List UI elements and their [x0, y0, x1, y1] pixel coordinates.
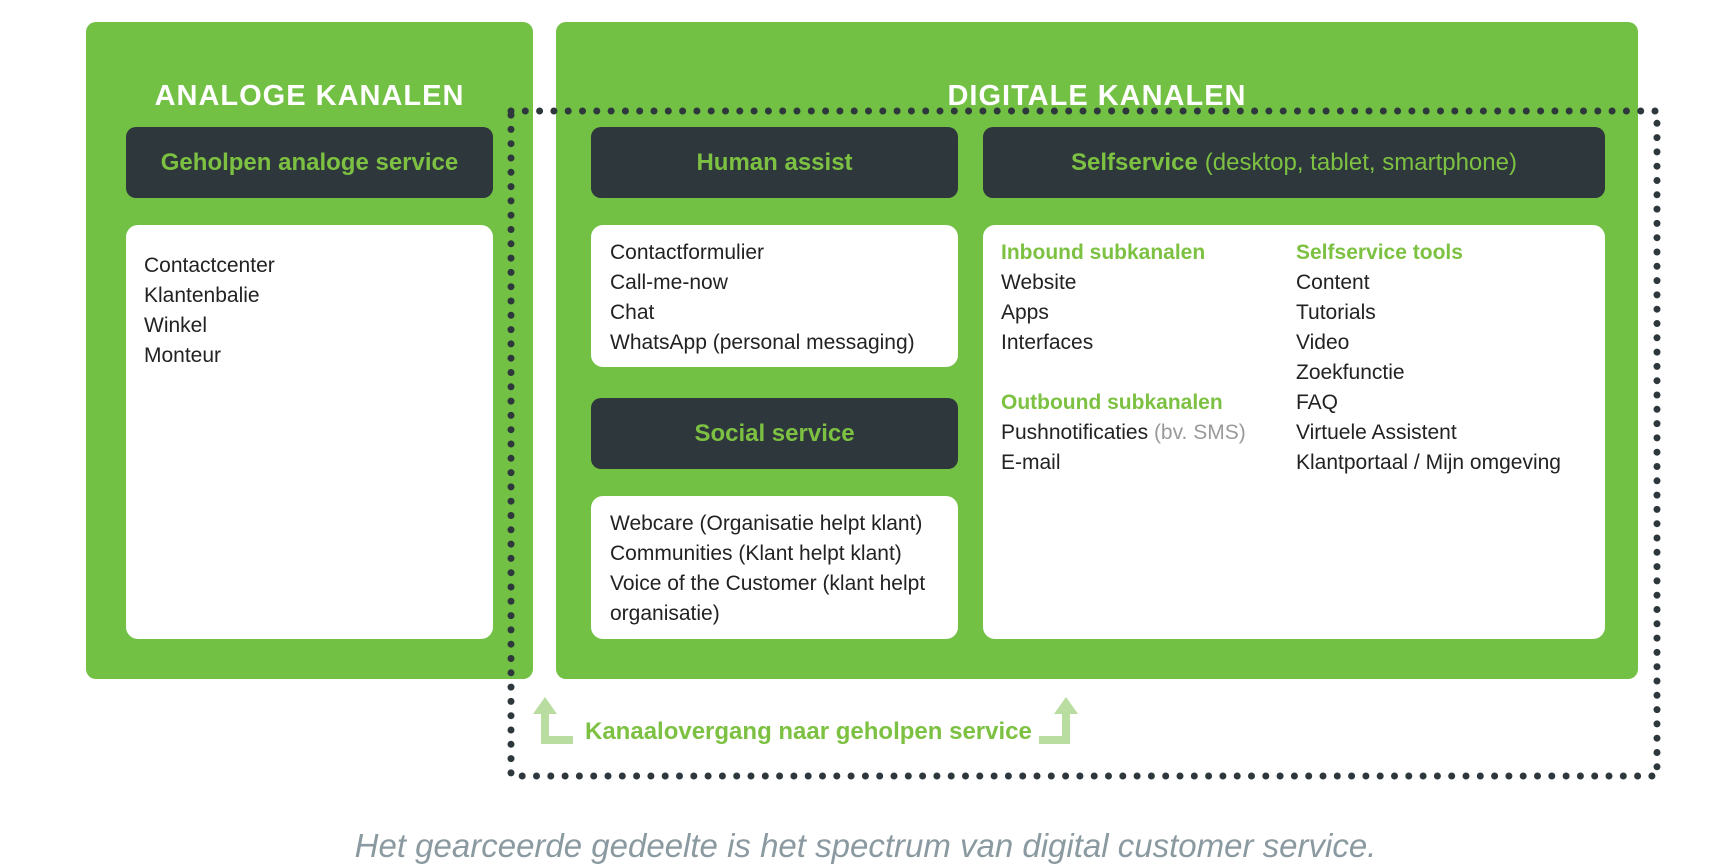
list-item: Website [1001, 271, 1077, 294]
list-item: Contactcenter [144, 254, 275, 277]
list-item: Monteur [144, 344, 222, 367]
social-service-header: Social service [591, 398, 958, 469]
list-item: Content [1296, 271, 1370, 294]
human-assist-list: Contactformulier Call-me-now Chat WhatsA… [610, 238, 958, 358]
analog-title: ANALOGE KANALEN [154, 80, 465, 112]
list-item: Communities (Klant helpt klant) [610, 542, 902, 565]
analog-service-box: Contactcenter Klantenbalie Winkel Monteu… [126, 225, 493, 639]
list-item: Tutorials [1296, 301, 1376, 324]
list-item: Interfaces [1001, 331, 1094, 354]
outbound-item-note: (bv. SMS) [1153, 421, 1246, 444]
list-item: Zoekfunctie [1296, 361, 1405, 384]
human-assist-box: Contactformulier Call-me-now Chat WhatsA… [591, 225, 958, 367]
human-assist-header: Human assist [591, 127, 958, 198]
social-service-header-label: Social service [694, 419, 855, 447]
social-list: Webcare (Organisatie helpt klant) Commun… [610, 509, 948, 629]
list-item: Webcare (Organisatie helpt klant) [610, 512, 923, 535]
analog-service-header-label: Geholpen analoge service [160, 148, 459, 176]
list-item: Video [1296, 331, 1350, 354]
selfservice-header: Selfservice (desktop, tablet, smartphone… [983, 127, 1605, 198]
tools-title: Selfservice tools [1296, 241, 1463, 264]
list-item: E-mail [1001, 451, 1061, 474]
tools-column: Selfservice tools Content Tutorials Vide… [1296, 238, 1561, 478]
selfservice-header-label: Selfservice [1071, 148, 1198, 176]
outbound-title: Outbound subkanalen [1001, 391, 1223, 414]
selfservice-box: Inbound subkanalen Website Apps Interfac… [983, 225, 1605, 639]
list-item: Klantportaal / Mijn omgeving [1296, 451, 1561, 474]
list-item: Voice of the Customer (klant helpt organ… [610, 572, 926, 625]
list-item: Klantenbalie [144, 284, 260, 307]
list-item: WhatsApp (personal messaging) [610, 331, 915, 354]
list-item: FAQ [1296, 391, 1339, 414]
social-service-box: Webcare (Organisatie helpt klant) Commun… [591, 496, 958, 639]
list-item: Apps [1001, 301, 1049, 324]
inbound-list: Website Apps Interfaces [1001, 268, 1246, 358]
channel-transition-label: Kanaalovergang naar geholpen service [585, 718, 1032, 745]
human-assist-header-label: Human assist [696, 148, 853, 176]
selfservice-header-devices: (desktop, tablet, smartphone) [1204, 148, 1517, 176]
outbound-list: Pushnotificaties (bv. SMS) E-mail [1001, 418, 1246, 478]
arrow-up-left-icon [533, 697, 573, 744]
list-item: Call-me-now [610, 271, 728, 294]
caption: Het gearceerde gedeelte is het spectrum … [354, 827, 1377, 864]
dotted-border [507, 107, 1661, 780]
outbound-item-label: Pushnotificaties [1001, 421, 1149, 444]
digital-title: DIGITALE KANALEN [947, 80, 1247, 112]
list-item: Virtuele Assistent [1296, 421, 1457, 444]
list-item: Pushnotificaties (bv. SMS) [1001, 418, 1246, 448]
tools-list: Content Tutorials Video Zoekfunctie FAQ … [1296, 268, 1561, 478]
list-item: Chat [610, 301, 655, 324]
inbound-title: Inbound subkanalen [1001, 241, 1206, 264]
arrow-up-right-icon [1039, 697, 1078, 744]
inbound-column: Inbound subkanalen Website Apps Interfac… [1001, 238, 1246, 478]
analog-service-header: Geholpen analoge service [126, 127, 493, 198]
list-item: Winkel [144, 314, 208, 337]
list-item: Contactformulier [610, 241, 765, 264]
analog-list: Contactcenter Klantenbalie Winkel Monteu… [144, 251, 493, 371]
